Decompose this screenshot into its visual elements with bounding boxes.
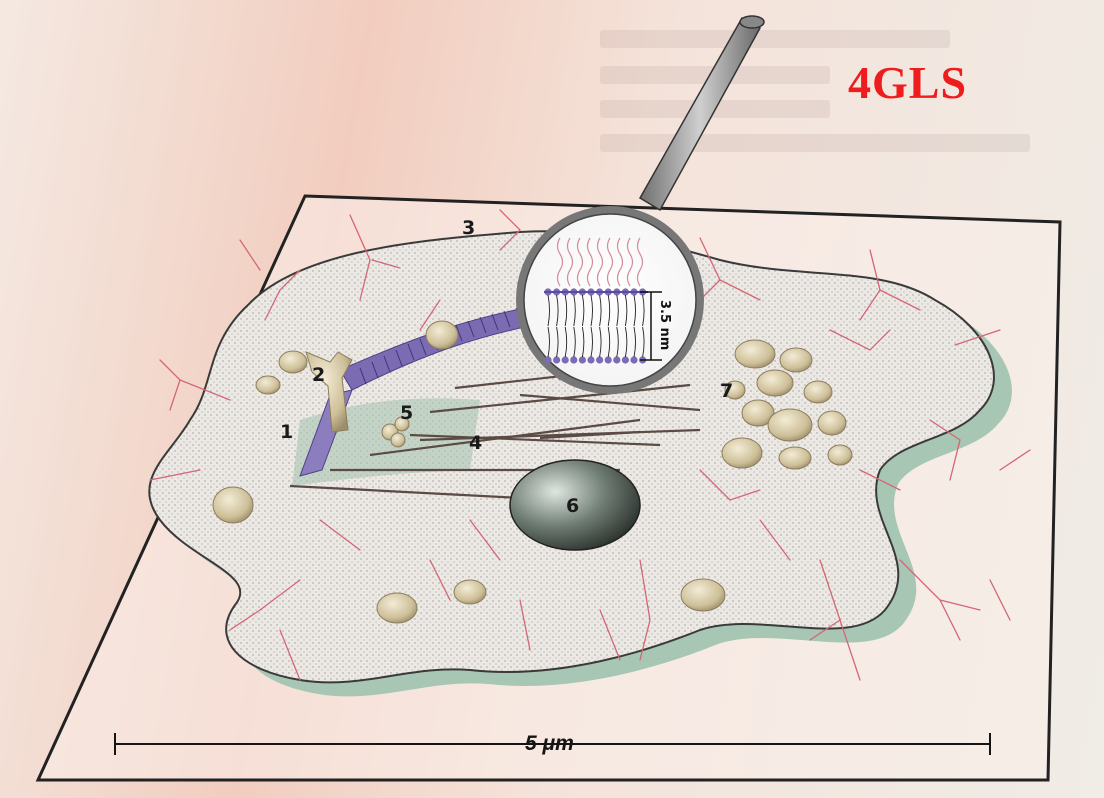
label-6: 6: [566, 495, 579, 517]
scale-bar-label: 5 μm: [525, 732, 574, 756]
label-3: 3: [462, 217, 475, 239]
label-4: 4: [469, 432, 482, 454]
magnifier-handle: [640, 18, 760, 210]
lipid-head: [579, 356, 586, 363]
lipid-head: [596, 356, 603, 363]
lipid-head: [630, 356, 637, 363]
lipid-head: [570, 356, 577, 363]
lipid-head: [562, 356, 569, 363]
lipid-head: [605, 356, 612, 363]
corner-tag: 4GLS: [848, 56, 967, 109]
label-1: 1: [280, 421, 293, 443]
label-5: 5: [400, 402, 413, 424]
magnifier-handle-end: [740, 16, 764, 28]
lipid-head: [587, 356, 594, 363]
capillary-branch: [170, 380, 180, 410]
capillary-branch: [240, 240, 260, 270]
label-7: 7: [720, 380, 733, 402]
lipid-head: [622, 356, 629, 363]
lens-dimension-label: 3.5 nm: [657, 300, 672, 350]
lipid-head: [544, 356, 551, 363]
lipid-head: [553, 356, 560, 363]
label-2: 2: [312, 364, 325, 386]
lipid-head: [613, 356, 620, 363]
